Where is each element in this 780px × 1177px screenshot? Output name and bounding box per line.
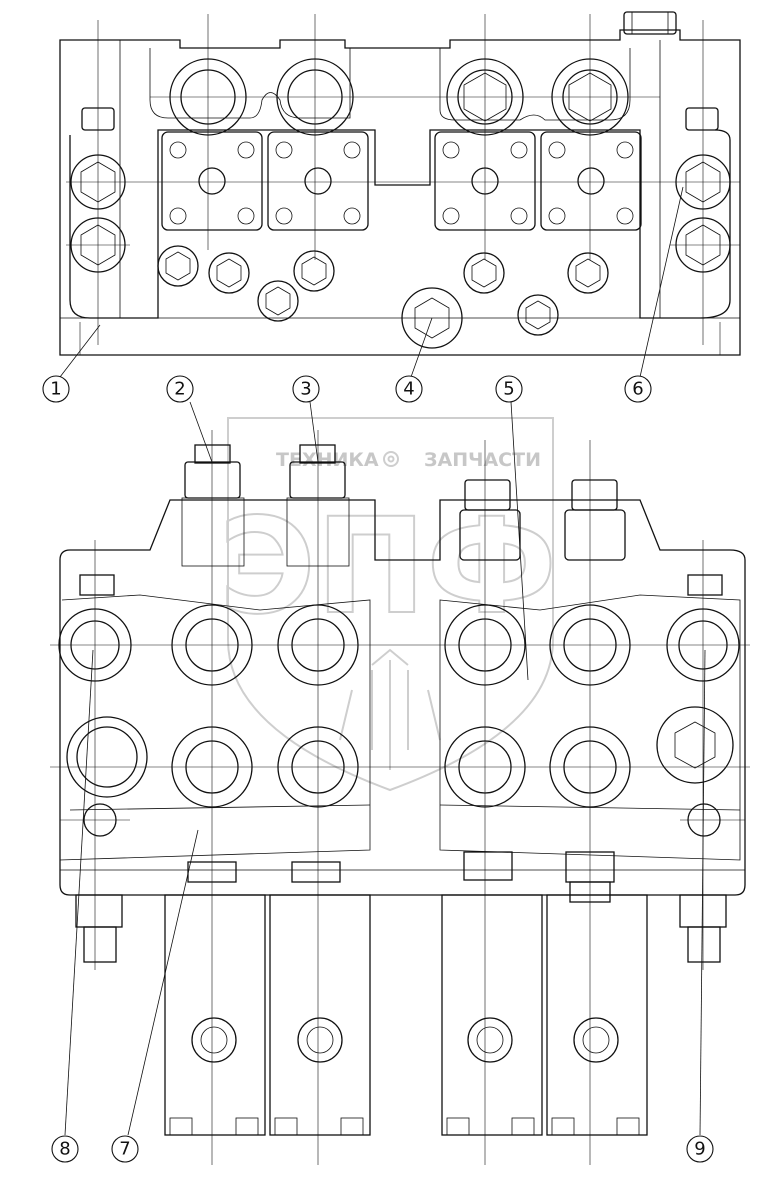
watermark: ТЕХНИКА ЗАПЧАСТИ ЭПФ	[218, 417, 558, 792]
gear-icon	[383, 451, 399, 467]
svg-text:4: 4	[403, 379, 414, 400]
callout-4: 4	[395, 375, 423, 403]
flange-blocks	[161, 131, 642, 231]
valve-caps-top	[181, 444, 626, 567]
watermark-shield	[227, 417, 554, 792]
svg-text:5: 5	[503, 379, 514, 400]
callout-3: 3	[292, 375, 320, 403]
svg-text:1: 1	[50, 379, 61, 400]
callout-2: 2	[166, 375, 194, 403]
callout-9: 9	[686, 1135, 714, 1163]
svg-text:6: 6	[632, 379, 643, 400]
watermark-logo-letters: ЭПФ	[219, 490, 557, 644]
callout-1: 1	[42, 375, 70, 403]
svg-text:9: 9	[694, 1139, 705, 1160]
svg-text:3: 3	[300, 379, 311, 400]
callout-8: 8	[51, 1135, 79, 1163]
svg-text:7: 7	[119, 1139, 130, 1160]
svg-text:2: 2	[174, 379, 185, 400]
callout-7: 7	[111, 1135, 139, 1163]
watermark-right-text: ЗАПЧАСТИ	[424, 449, 541, 471]
front-view	[50, 430, 750, 1165]
front-housing	[59, 499, 746, 896]
svg-text:8: 8	[59, 1139, 70, 1160]
top-bolt-head	[623, 11, 677, 35]
front-centerlines	[50, 430, 750, 1165]
watermark-left-text: ТЕХНИКА	[276, 449, 379, 471]
top-centerlines	[66, 14, 740, 355]
top-view	[59, 11, 741, 356]
callout-leaders	[59, 186, 706, 1136]
callout-6: 6	[624, 375, 652, 403]
lower-plugs	[157, 245, 609, 349]
callout-5: 5	[495, 375, 523, 403]
top-inner-plate	[69, 129, 731, 319]
wheat-icon	[339, 648, 441, 770]
